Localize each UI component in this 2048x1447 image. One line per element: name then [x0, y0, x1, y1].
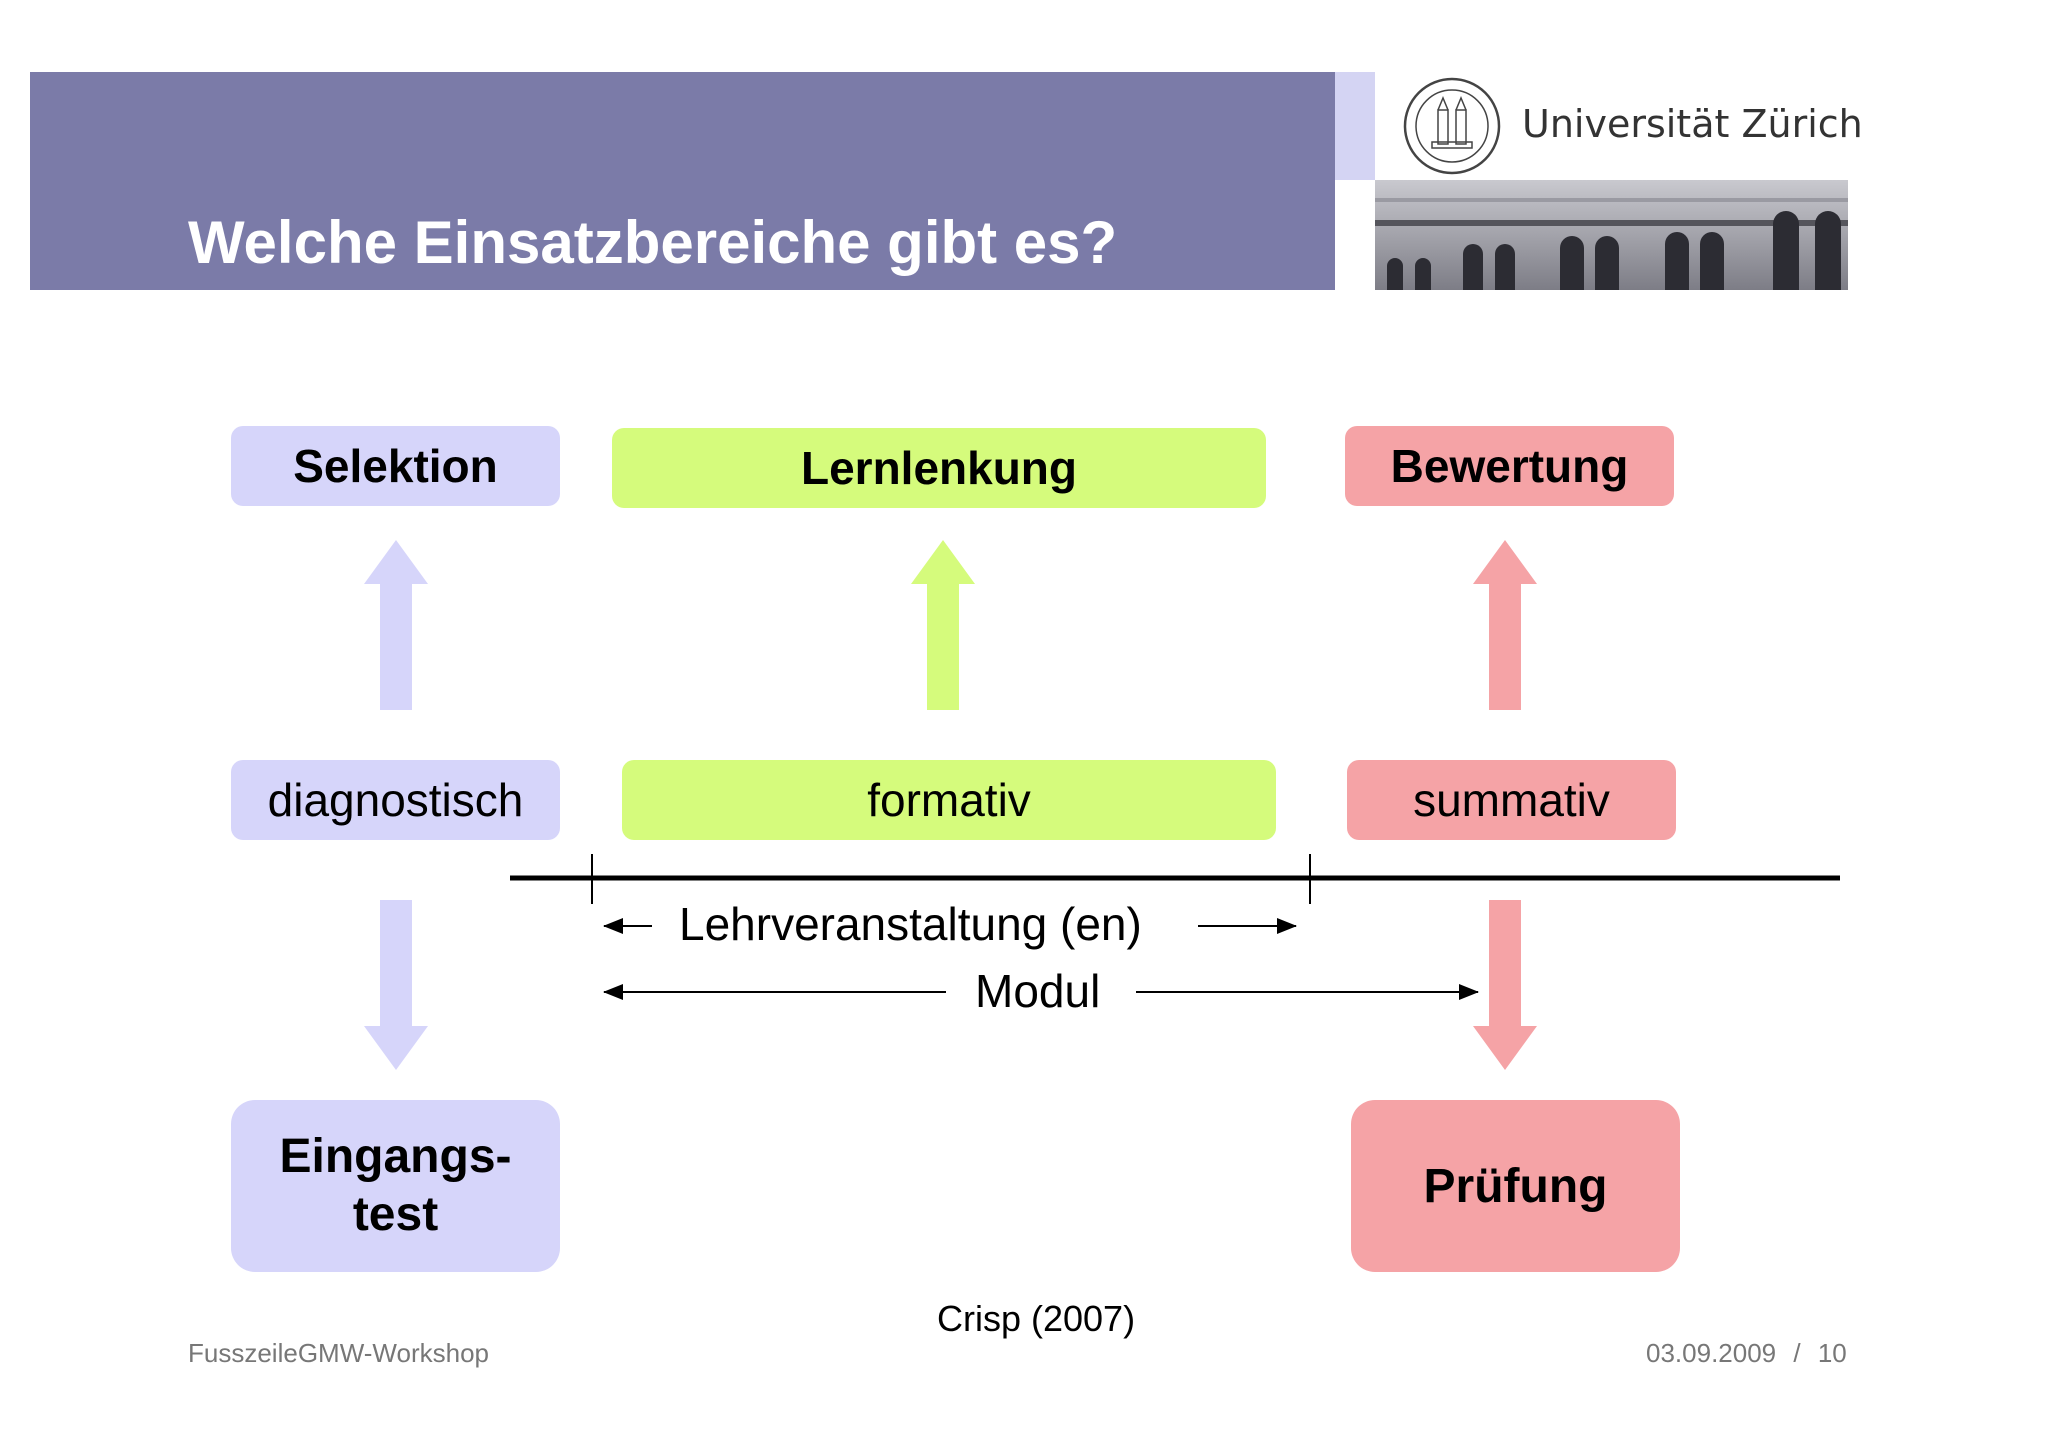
header-band	[30, 72, 1335, 290]
eingangstest-line-1: Eingangs-	[279, 1130, 512, 1183]
diagnostisch-box: diagnostisch	[231, 760, 560, 840]
arrow-down-lavender-icon	[364, 900, 428, 1070]
university-seal-icon	[1403, 77, 1501, 175]
footer-date: 03.09.2009	[1646, 1338, 1777, 1368]
lernlenkung-box: Lernlenkung	[612, 428, 1266, 508]
arrow-up-lavender-icon	[364, 540, 428, 710]
source-citation: Crisp (2007)	[937, 1298, 1136, 1339]
formativ-box: formativ	[622, 760, 1276, 840]
selektion-box: Selektion	[231, 426, 560, 506]
eingangstest-box: Eingangs- test	[231, 1100, 560, 1272]
timeline	[510, 854, 1840, 1000]
lehrveranstaltung-label: Lehrveranstaltung (en)	[679, 898, 1142, 950]
footer-date-page: 03.09.2009 / 10	[1646, 1338, 1847, 1369]
university-name: Universität Zürich	[1522, 102, 1863, 146]
summativ-box: summativ	[1347, 760, 1676, 840]
arrow-up-lime-icon	[911, 540, 975, 710]
footer-page-number: 10	[1817, 1338, 1847, 1368]
footer-separator: /	[1793, 1338, 1801, 1368]
pruefung-box: Prüfung	[1351, 1100, 1680, 1272]
modul-label: Modul	[975, 965, 1101, 1017]
bewertung-box: Bewertung	[1345, 426, 1674, 506]
arrow-up-rose-icon	[1473, 540, 1537, 710]
header-accent-strip	[1335, 72, 1375, 180]
slide-title: Welche Einsatzbereiche gibt es?	[188, 209, 1118, 276]
footer-left: FusszeileGMW-Workshop	[188, 1338, 489, 1368]
eingangstest-line-2: test	[352, 1188, 439, 1241]
arrow-down-rose-icon	[1473, 900, 1537, 1070]
university-building-image	[1375, 180, 1848, 290]
